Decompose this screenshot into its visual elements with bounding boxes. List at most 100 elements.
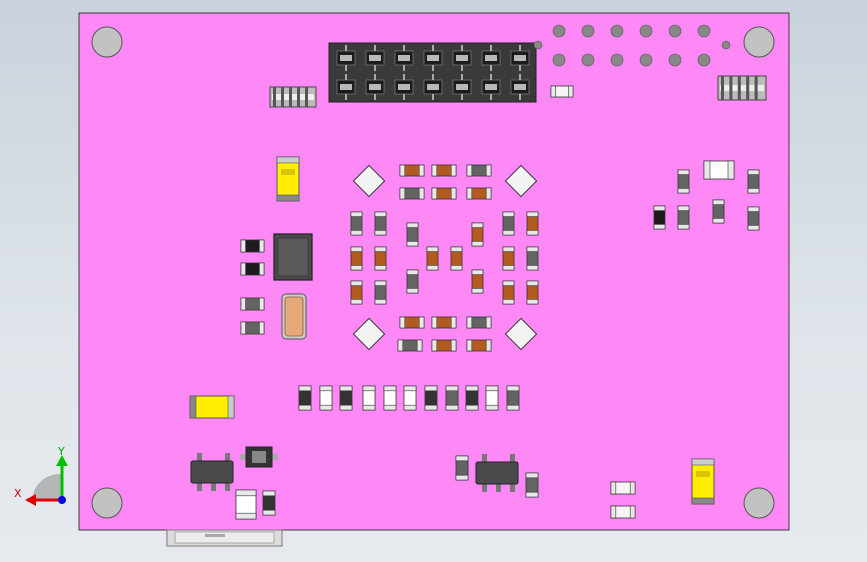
- regulator-ic: [475, 454, 519, 492]
- mounting-hole: [91, 26, 123, 58]
- resistor-component: [526, 280, 539, 305]
- schottky-diode: [240, 446, 278, 468]
- resistor-component: [450, 246, 463, 271]
- resistor-component: [747, 206, 760, 231]
- chip-component: [465, 385, 479, 411]
- test-point: [581, 53, 595, 67]
- test-point: [639, 53, 653, 67]
- mounting-hole: [743, 26, 775, 58]
- resistor-component: [747, 169, 760, 194]
- corner-pad: [504, 164, 538, 198]
- resistor-component: [502, 246, 515, 271]
- resistor-component: [712, 199, 725, 224]
- test-point: [552, 53, 566, 67]
- test-point: [697, 24, 711, 38]
- resistor-component: [397, 339, 423, 352]
- resistor-component: [406, 222, 419, 247]
- corner-pad: [352, 317, 386, 351]
- resistor-component: [431, 164, 457, 177]
- y-axis-label: Y: [57, 445, 65, 458]
- resistor-component: [525, 472, 539, 498]
- resistor-component: [399, 187, 425, 200]
- resistor-component: [399, 316, 425, 329]
- component-layer: [189, 24, 767, 520]
- capacitor-component: [653, 205, 666, 230]
- test-point: [639, 24, 653, 38]
- chip-component: [610, 505, 636, 519]
- mounting-holes: [91, 26, 775, 519]
- connector-j2: [717, 75, 767, 101]
- test-point: [610, 24, 624, 38]
- crystal: [281, 293, 307, 340]
- led-component: [550, 85, 574, 98]
- corner-pad: [504, 317, 538, 351]
- capacitor-component: [240, 297, 265, 311]
- capacitor-component: [240, 262, 265, 276]
- resistor-component: [399, 164, 425, 177]
- test-point: [552, 24, 566, 38]
- tantalum-capacitor: [691, 458, 715, 505]
- inductor: [273, 233, 313, 281]
- resistor-component: [431, 187, 457, 200]
- resistor-component: [502, 211, 515, 236]
- test-point: [581, 24, 595, 38]
- misc-pads: [533, 40, 731, 50]
- chip-component: [506, 385, 520, 411]
- coordinate-triad: Y X: [14, 445, 68, 506]
- chip-component: [319, 385, 333, 411]
- resistor-component: [374, 211, 387, 236]
- resistor-component: [526, 211, 539, 236]
- test-point: [697, 53, 711, 67]
- chip-component: [424, 385, 438, 411]
- capacitor-component: [240, 321, 265, 335]
- resistor-component: [431, 339, 457, 352]
- test-point: [668, 53, 682, 67]
- resistor-component: [677, 205, 690, 230]
- resistor-component: [350, 280, 363, 305]
- x-axis-label: X: [14, 487, 22, 500]
- resistor-component: [426, 246, 439, 271]
- resistor-component: [455, 455, 469, 481]
- tantalum-capacitor: [189, 395, 235, 419]
- resistor-component: [677, 169, 690, 194]
- resistor-component: [471, 269, 484, 294]
- resistor-component: [374, 246, 387, 271]
- mounting-hole: [91, 487, 123, 519]
- resistor-component: [466, 164, 492, 177]
- resistor-component: [406, 269, 419, 294]
- diode-component: [703, 160, 735, 180]
- chip-component: [298, 385, 312, 411]
- chip-component: [383, 385, 397, 411]
- resistor-component: [262, 490, 276, 516]
- resistor-component: [502, 280, 515, 305]
- z-axis-dot: [58, 496, 66, 504]
- test-point: [668, 24, 682, 38]
- resistor-component: [350, 246, 363, 271]
- corner-pad: [352, 164, 386, 198]
- chip-component: [403, 385, 417, 411]
- chip-component: [362, 385, 376, 411]
- chip-component: [339, 385, 353, 411]
- chip-component: [610, 481, 636, 495]
- resistor-component: [471, 222, 484, 247]
- usb-connector: [166, 529, 283, 547]
- connector-j1: [269, 86, 317, 108]
- resistor-component: [350, 211, 363, 236]
- mounting-hole: [743, 487, 775, 519]
- resistor-component: [466, 339, 492, 352]
- resistor-component: [431, 316, 457, 329]
- test-points: [552, 24, 711, 67]
- resistor-component: [466, 316, 492, 329]
- resistor-component: [374, 280, 387, 305]
- capacitor-component: [235, 489, 257, 520]
- tantalum-capacitor: [276, 156, 300, 202]
- test-point: [610, 53, 624, 67]
- regulator-ic: [190, 453, 234, 491]
- chip-component: [445, 385, 459, 411]
- pin-header: [328, 42, 537, 103]
- capacitor-component: [240, 239, 265, 253]
- resistor-component: [466, 187, 492, 200]
- resistor-component: [526, 246, 539, 271]
- chip-component: [485, 385, 499, 411]
